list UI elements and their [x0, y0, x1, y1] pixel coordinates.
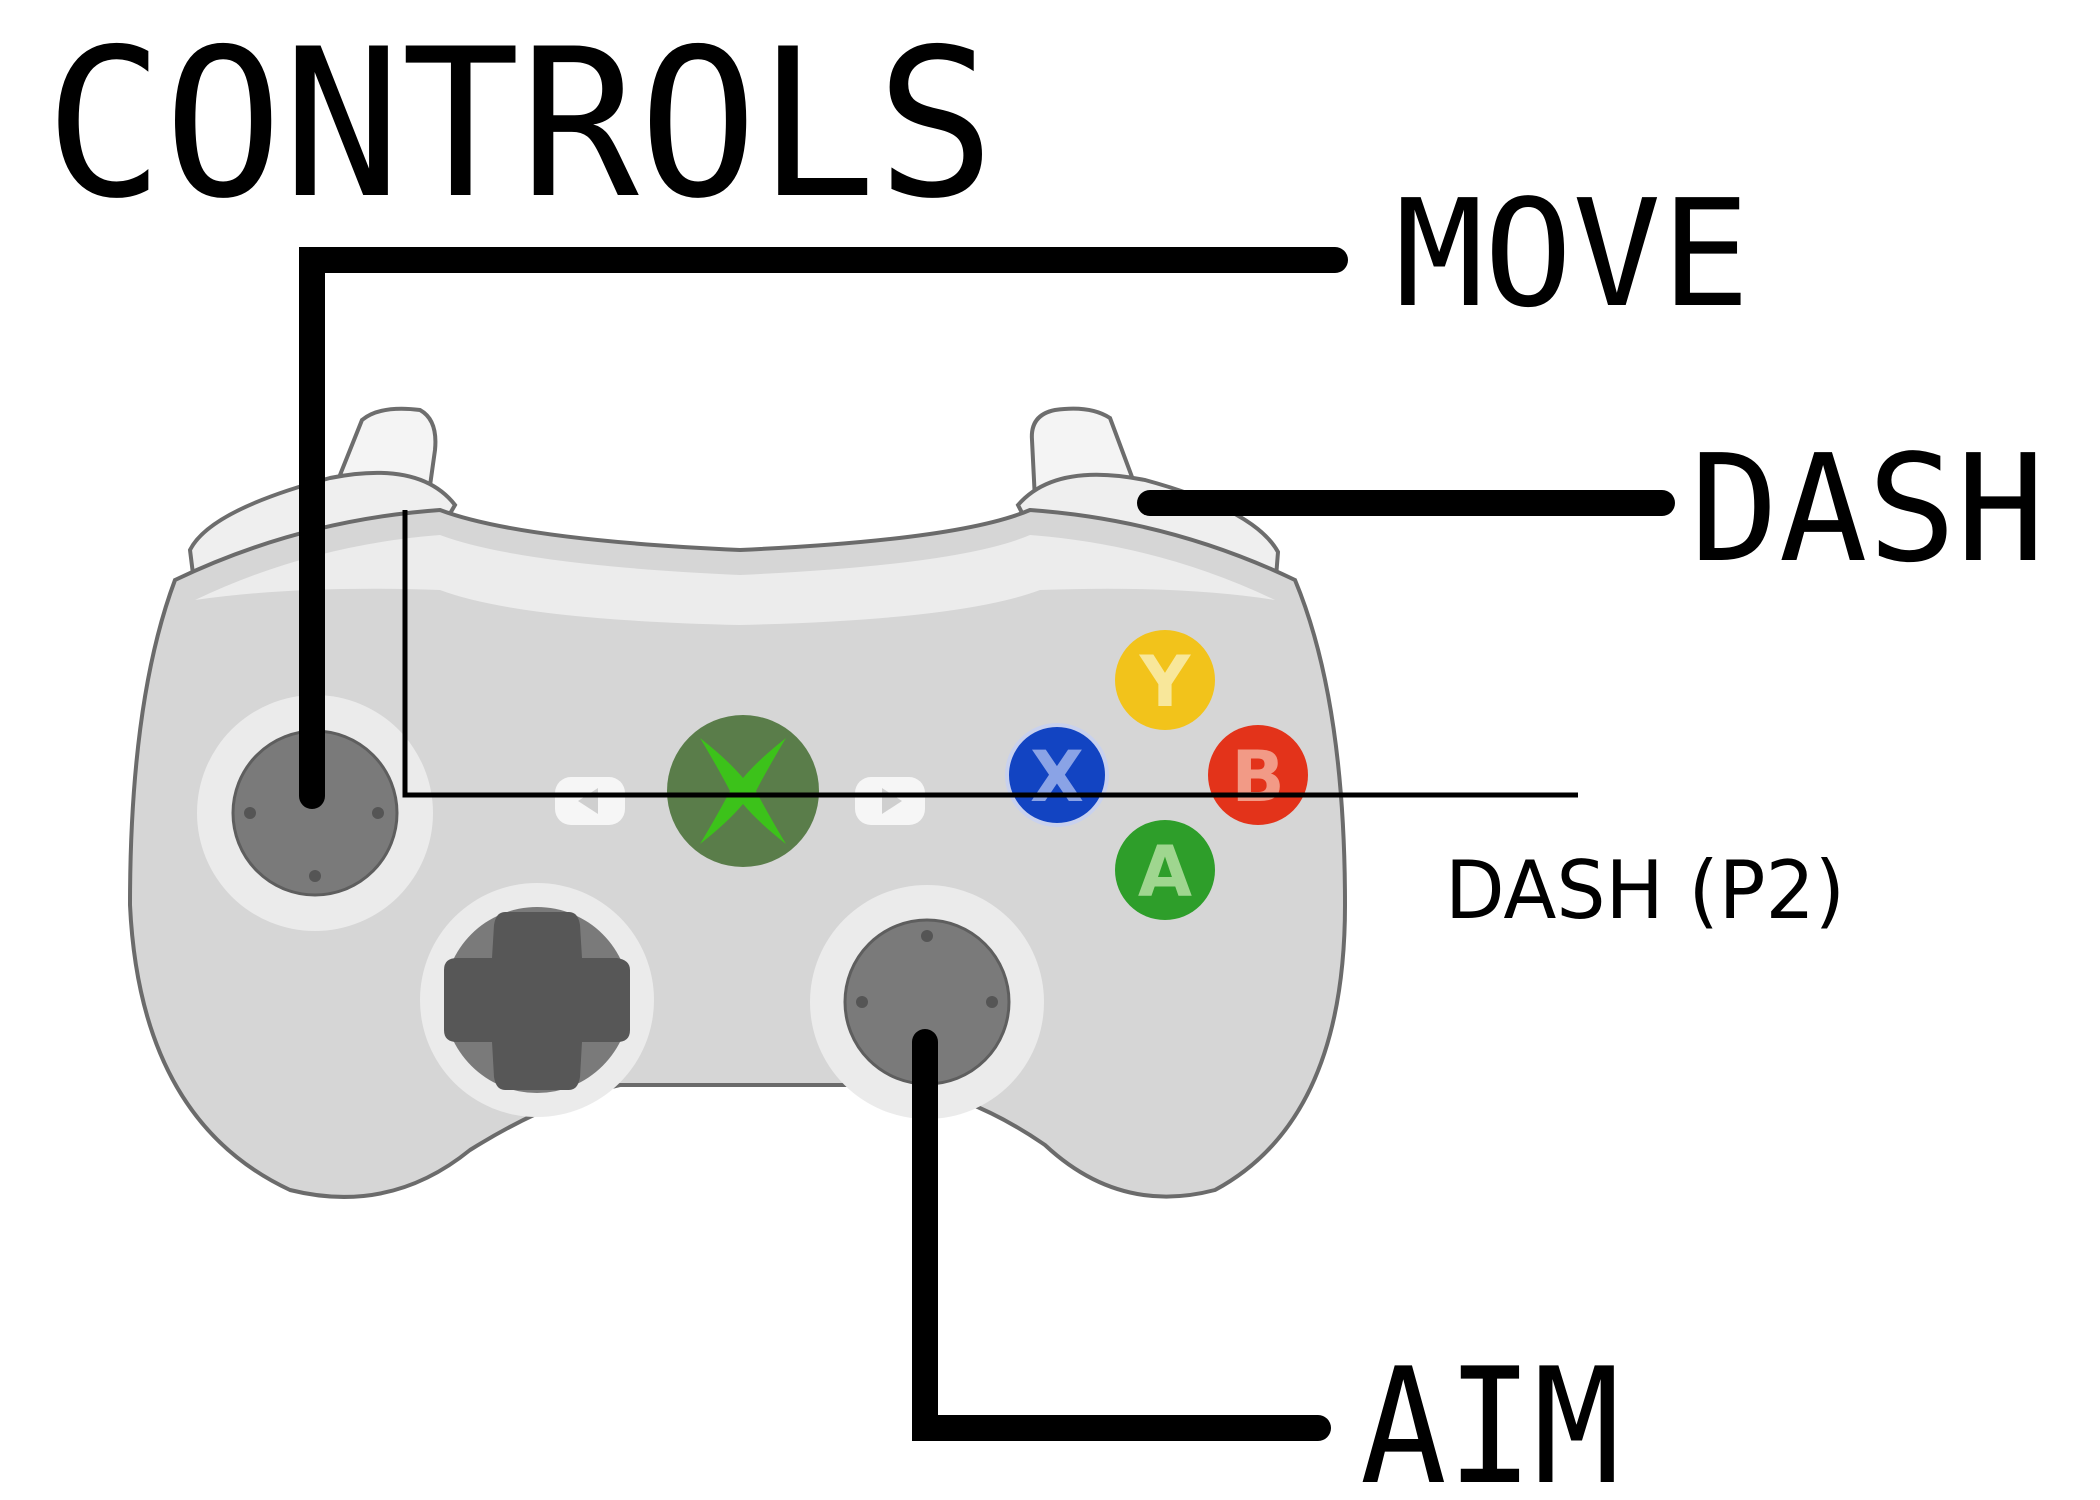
- dash-p2-label: DASH (P2): [1445, 844, 1845, 937]
- button-y-letter: Y: [1139, 641, 1192, 723]
- button-x-letter: X: [1030, 736, 1084, 818]
- right-stick-dot: [986, 996, 998, 1008]
- move-leader-line: [299, 247, 1348, 809]
- button-b-letter: B: [1231, 736, 1284, 818]
- body-highlight: [195, 535, 1275, 625]
- button-x: X: [1005, 723, 1109, 827]
- dash-label: DASH: [1690, 423, 2045, 595]
- dpad: [444, 912, 630, 1090]
- button-y: Y: [1115, 630, 1215, 730]
- aim-leader-line: [912, 1029, 1331, 1441]
- button-a-letter: A: [1138, 831, 1192, 913]
- aim-label: AIM: [1360, 1333, 1620, 1500]
- button-a: A: [1115, 820, 1215, 920]
- guide-x-icon: [700, 738, 786, 844]
- move-label: MOVE: [1395, 168, 1750, 340]
- left-stick-dot: [244, 807, 256, 819]
- controller: Y X B A: [127, 406, 1348, 1199]
- button-b: B: [1208, 725, 1308, 825]
- right-stick-dot: [921, 930, 933, 942]
- diagram-title: CONTROLS: [45, 6, 995, 244]
- right-stick-dot: [856, 996, 868, 1008]
- left-stick-dot: [372, 807, 384, 819]
- dash-p2-leader-line: [402, 510, 1578, 798]
- left-stick-dot: [309, 870, 321, 882]
